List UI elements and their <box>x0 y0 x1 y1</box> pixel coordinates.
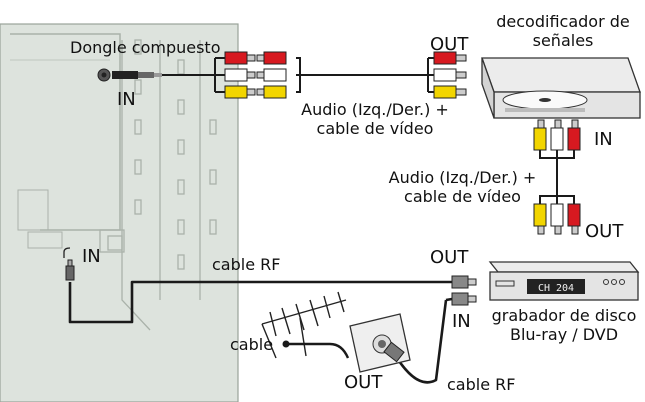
label-av-top-out: OUT <box>430 34 469 55</box>
recorder-display-text: CH 204 <box>538 283 574 294</box>
label-wall-out: OUT <box>344 372 383 393</box>
label-av-cable-1: Audio (Izq./Der.) + cable de vídeo <box>301 100 449 138</box>
rf-cable-wall <box>395 299 448 384</box>
rf-plug-recorder-in <box>445 292 477 306</box>
label-set-top-box: decodificador de señales <box>496 12 630 50</box>
label-antenna-cable: cable <box>230 335 274 354</box>
av-plugs-stb-in <box>533 119 581 151</box>
label-rf-cable-2: cable RF <box>447 375 516 394</box>
label-av-cable-2: Audio (Izq./Der.) + cable de vídeo <box>388 168 537 206</box>
av-plugs-left <box>224 51 287 99</box>
wall-outlet <box>349 313 411 373</box>
tv-back-panel <box>0 23 239 402</box>
rf-plug-recorder-out <box>451 275 477 289</box>
set-top-box <box>481 57 641 119</box>
blu-ray-recorder: CH 204 <box>488 261 640 301</box>
label-recorder-av-in: IN <box>594 129 613 150</box>
av-plugs-recorder-out <box>533 203 581 235</box>
av-plugs-right <box>433 51 467 99</box>
composite-dongle <box>112 71 162 79</box>
label-stb-av-out: OUT <box>585 221 624 242</box>
antenna-cable <box>282 340 350 359</box>
label-tv-rf-in: IN <box>82 246 101 267</box>
label-dongle: Dongle compuesto <box>70 38 221 57</box>
label-recorder-rf-out: OUT <box>430 247 469 268</box>
rf-plug-tv <box>65 259 75 281</box>
recorder-display <box>527 279 585 294</box>
rf-cable-tv <box>68 280 452 324</box>
label-recorder: grabador de disco Blu-ray / DVD <box>491 306 637 344</box>
antenna <box>261 291 347 359</box>
av-cable-vertical <box>539 150 575 204</box>
tv-av-jack <box>97 68 111 82</box>
label-rf-cable-1: cable RF <box>212 255 281 274</box>
av-cable-top <box>162 57 434 93</box>
label-tv-av-in: IN <box>117 89 136 110</box>
tv-rf-jack <box>63 247 71 258</box>
label-recorder-rf-in: IN <box>452 311 471 332</box>
